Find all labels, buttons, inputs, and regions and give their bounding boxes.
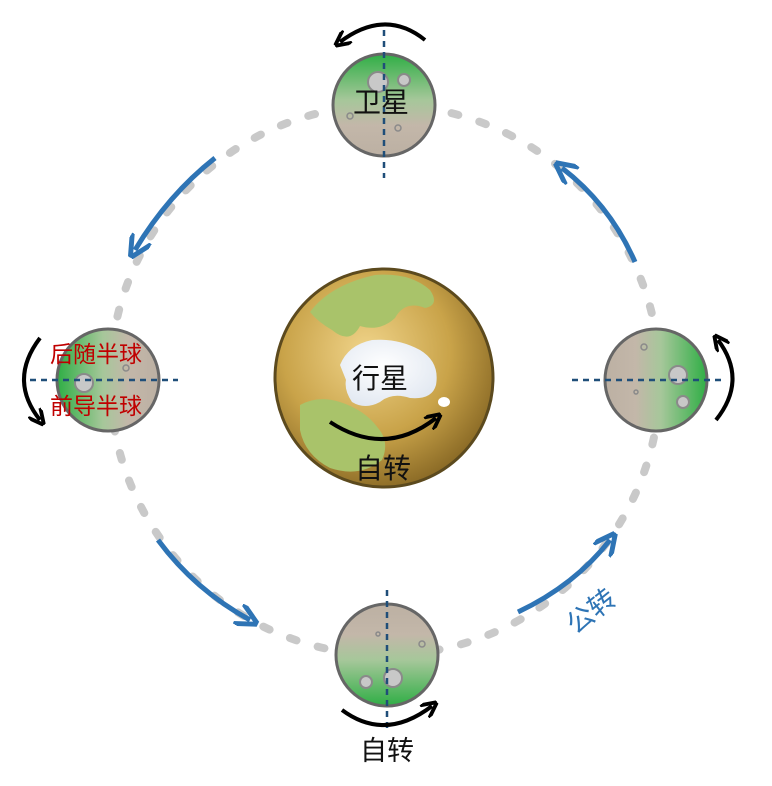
satellite-top-rotation-arrow bbox=[340, 22, 427, 42]
planet-rotation-arrow bbox=[328, 418, 436, 441]
planet bbox=[273, 267, 495, 489]
crater bbox=[394, 124, 402, 132]
crater bbox=[359, 675, 373, 689]
satellite-bottom bbox=[334, 590, 440, 730]
planet-rotation-label: 自转 bbox=[355, 452, 411, 485]
crater bbox=[676, 395, 690, 409]
orbit-arrow-top-left bbox=[135, 156, 217, 250]
satellite-top bbox=[331, 30, 437, 178]
satellite-left bbox=[30, 327, 178, 433]
planet-land-top bbox=[310, 274, 434, 337]
orbit-arrow-bottom-left bbox=[155, 538, 250, 620]
crater bbox=[668, 365, 688, 385]
crater bbox=[122, 364, 130, 372]
satellite-left-rotation-arrow bbox=[22, 336, 40, 420]
planet-ice-cap bbox=[340, 339, 437, 406]
crater bbox=[375, 631, 381, 637]
orbit-arrow-bottom-right bbox=[516, 540, 610, 615]
crater bbox=[383, 668, 403, 688]
trailing-hemisphere-label: 后随半球 bbox=[50, 342, 142, 368]
satellite-label: 卫星 bbox=[353, 86, 409, 119]
crater bbox=[397, 73, 411, 87]
satellite-bottom-rotation-arrow bbox=[340, 706, 432, 728]
satellite-right bbox=[572, 327, 722, 433]
crater bbox=[346, 112, 354, 120]
planet-label: 行星 bbox=[352, 362, 408, 395]
crater bbox=[640, 343, 648, 351]
crater bbox=[418, 640, 426, 648]
planet-ice-small bbox=[438, 397, 450, 407]
planet-land-bottom bbox=[300, 399, 386, 472]
crater bbox=[633, 389, 639, 395]
satellite-right-rotation-arrow bbox=[716, 340, 735, 422]
crater bbox=[74, 373, 94, 393]
revolution-label: 公转 bbox=[561, 583, 623, 641]
satellite-rotation-label: 自转 bbox=[360, 736, 414, 767]
leading-hemisphere-label: 前导半球 bbox=[50, 394, 142, 420]
orbit-arrow-top-right bbox=[562, 168, 638, 264]
